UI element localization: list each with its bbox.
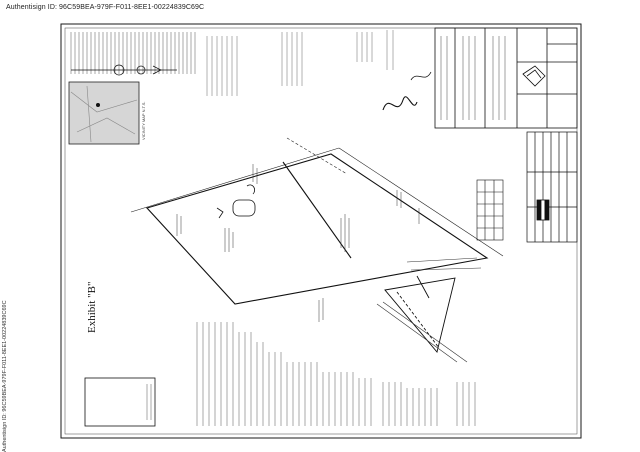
survey-plat-sheet: VICINITY MAP N.T.S. [57,22,585,440]
sheet-border [60,23,582,439]
structure-symbols [216,184,256,219]
survey-plat-drawing: VICINITY MAP N.T.S. [60,23,582,439]
right-of-way [130,137,504,257]
exhibit-label: Exhibit "B" [86,281,98,333]
legend-notes [196,322,476,426]
title-block [434,27,578,129]
easement-parcel [384,275,456,353]
general-notes-top [70,32,196,74]
authentisign-id: Authentisign ID: 96C59BEA-979F-F011-8EE1… [6,4,205,11]
vicinity-map [68,81,140,145]
recording-box [84,377,156,427]
surveyor-signature [382,96,418,111]
svg-text:VICINITY MAP N.T.S.: VICINITY MAP N.T.S. [141,101,146,140]
side-authentisign-stamp: Authentisign ID: 96C59BEA-979F-F011-8EE1… [2,300,8,452]
north-arrow [71,64,177,76]
line-table [476,179,504,241]
scale-bar [536,199,550,221]
surveyor-logo [522,65,546,87]
title-block-text [440,36,506,120]
parcel-boundary [145,153,489,305]
parcel-labels [176,164,420,322]
road-hatch [376,257,482,363]
surveyor-notes-middle [206,30,394,96]
revision-table [526,131,578,243]
